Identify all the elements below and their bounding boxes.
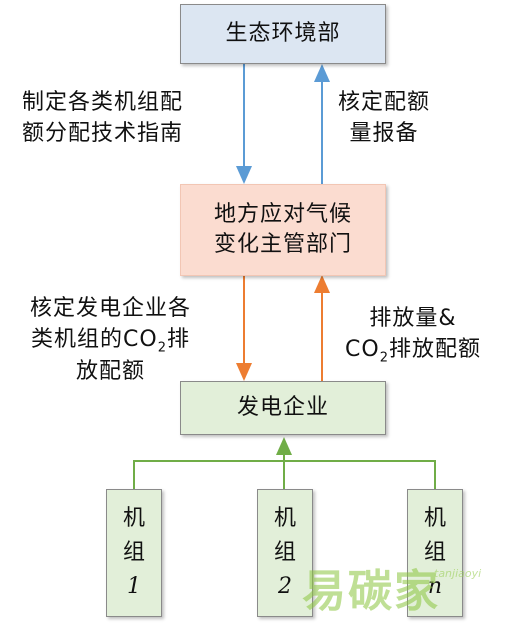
- unit-1-num: 1: [127, 574, 141, 600]
- edge-label-quota-report: 核定配额 量报备: [338, 88, 430, 150]
- node-company-label: 发电企业: [236, 395, 329, 421]
- unit-n-char2: 组: [423, 539, 446, 565]
- unit-n-char1: 机: [423, 505, 446, 531]
- node-local-line1: 地方应对气候: [213, 202, 352, 228]
- node-unit-1: 机 组 1: [106, 489, 162, 617]
- edge-label-verify-line2-b: 排: [166, 326, 190, 352]
- watermark-logo: 易碳家: [302, 566, 440, 617]
- node-unit-2: 机 组 2: [257, 489, 313, 617]
- edge-label-emissions-line1: 排放量&: [369, 306, 457, 331]
- edge-label-emissions-line2-b: 排放配额: [388, 336, 481, 362]
- edge-label-emissions-line2-a: CO: [345, 336, 380, 362]
- edge-label-emissions-sub: 2: [379, 350, 389, 366]
- node-unit-n: 机 组 n: [407, 489, 463, 617]
- unit-2-num: 2: [278, 574, 292, 600]
- edge-label-guidelines: 制定各类机组配 额分配技术指南: [22, 88, 183, 150]
- edge-label-verify-line2: 类机组的CO2排: [30, 325, 191, 358]
- edge-label-verify-quota: 核定发电企业各 类机组的CO2排 放配额: [30, 294, 191, 388]
- unit-2-char1: 机: [273, 505, 296, 531]
- node-local-authority: 地方应对气候 变化主管部门: [180, 184, 386, 276]
- edge-label-verify-line2-a: 类机组的CO: [31, 326, 158, 352]
- edge-label-verify-line3: 放配额: [76, 359, 146, 385]
- edge-label-guidelines-line2: 额分配技术指南: [22, 120, 184, 146]
- watermark-sub-text: tanjiaoyi: [434, 567, 482, 580]
- node-local-line2: 变化主管部门: [213, 232, 352, 257]
- edge-label-quota-line1: 核定配额: [338, 90, 431, 115]
- node-power-company: 发电企业: [180, 381, 386, 435]
- unit-1-char2: 组: [122, 539, 145, 565]
- edge-label-guidelines-line1: 制定各类机组配: [22, 90, 184, 115]
- node-ministry: 生态环境部: [180, 4, 386, 64]
- edge-label-emissions-line2: CO2排放配额: [345, 335, 481, 368]
- edge-label-quota-line2: 量报备: [349, 120, 419, 146]
- edge-label-verify-sub: 2: [157, 340, 167, 356]
- edge-label-emissions: 排放量& CO2排放配额: [345, 304, 481, 367]
- unit-n-num: n: [427, 574, 443, 600]
- node-ministry-label: 生态环境部: [225, 21, 341, 47]
- unit-2-char2: 组: [273, 539, 296, 565]
- unit-1-char1: 机: [122, 505, 145, 531]
- edge-label-verify-line1: 核定发电企业各: [30, 296, 192, 321]
